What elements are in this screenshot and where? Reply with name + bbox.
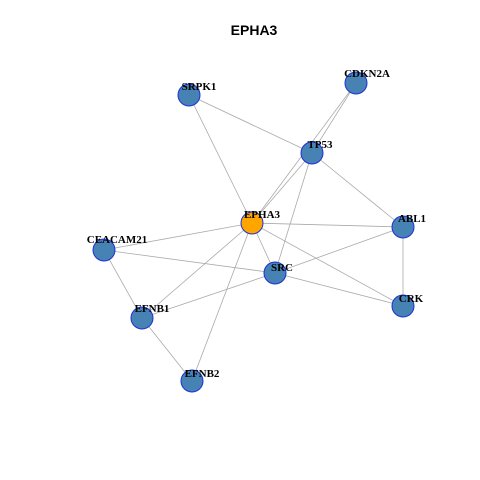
edge-abl1-src [274,226,404,274]
node-label-crk: CRK [399,293,424,305]
edge-epha3-crk [251,222,404,307]
node-src [263,261,287,285]
edge-epha3-abl1 [251,222,404,228]
node-label-abl1: ABL1 [398,213,426,225]
edge-epha3-srpk1 [188,94,253,224]
node-crk [391,294,415,318]
edge-epha3-ceacam21 [103,222,253,251]
node-tp53 [300,141,324,165]
edge-srpk1-tp53 [188,94,313,154]
node-efnb2 [180,369,204,393]
node-label-efnb2: EFNB2 [185,368,220,380]
node-label-srpk1: SRPK1 [182,81,217,93]
edge-cdkn2a-tp53 [311,82,357,154]
edge-tp53-src [274,152,313,274]
node-label-tp53: TP53 [307,139,333,151]
node-label-src: SRC [271,262,293,274]
diagram-title: EPHA3 [231,22,278,38]
node-ceacam21 [92,238,116,262]
edge-ceacam21-efnb1 [103,249,143,319]
node-label-cdkn2a: CDKN2A [344,68,390,80]
node-label-ceacam21: CEACAM21 [87,234,148,246]
edge-tp53-abl1 [311,152,404,228]
edge-epha3-efnb2 [191,222,253,382]
edge-ceacam21-src [103,249,276,274]
node-abl1 [391,215,415,239]
node-efnb1 [130,306,154,330]
edge-efnb1-efnb2 [141,317,193,382]
node-label-epha3: EPHA3 [244,209,281,221]
edge-src-efnb1 [141,272,276,319]
node-layer [92,71,415,393]
node-epha3 [240,211,264,235]
node-cdkn2a [344,71,368,95]
edge-epha3-tp53 [251,152,313,224]
node-srpk1 [177,83,201,107]
edge-epha3-efnb1 [141,222,253,319]
edge-src-crk [274,272,404,307]
node-label-efnb1: EFNB1 [135,303,170,315]
